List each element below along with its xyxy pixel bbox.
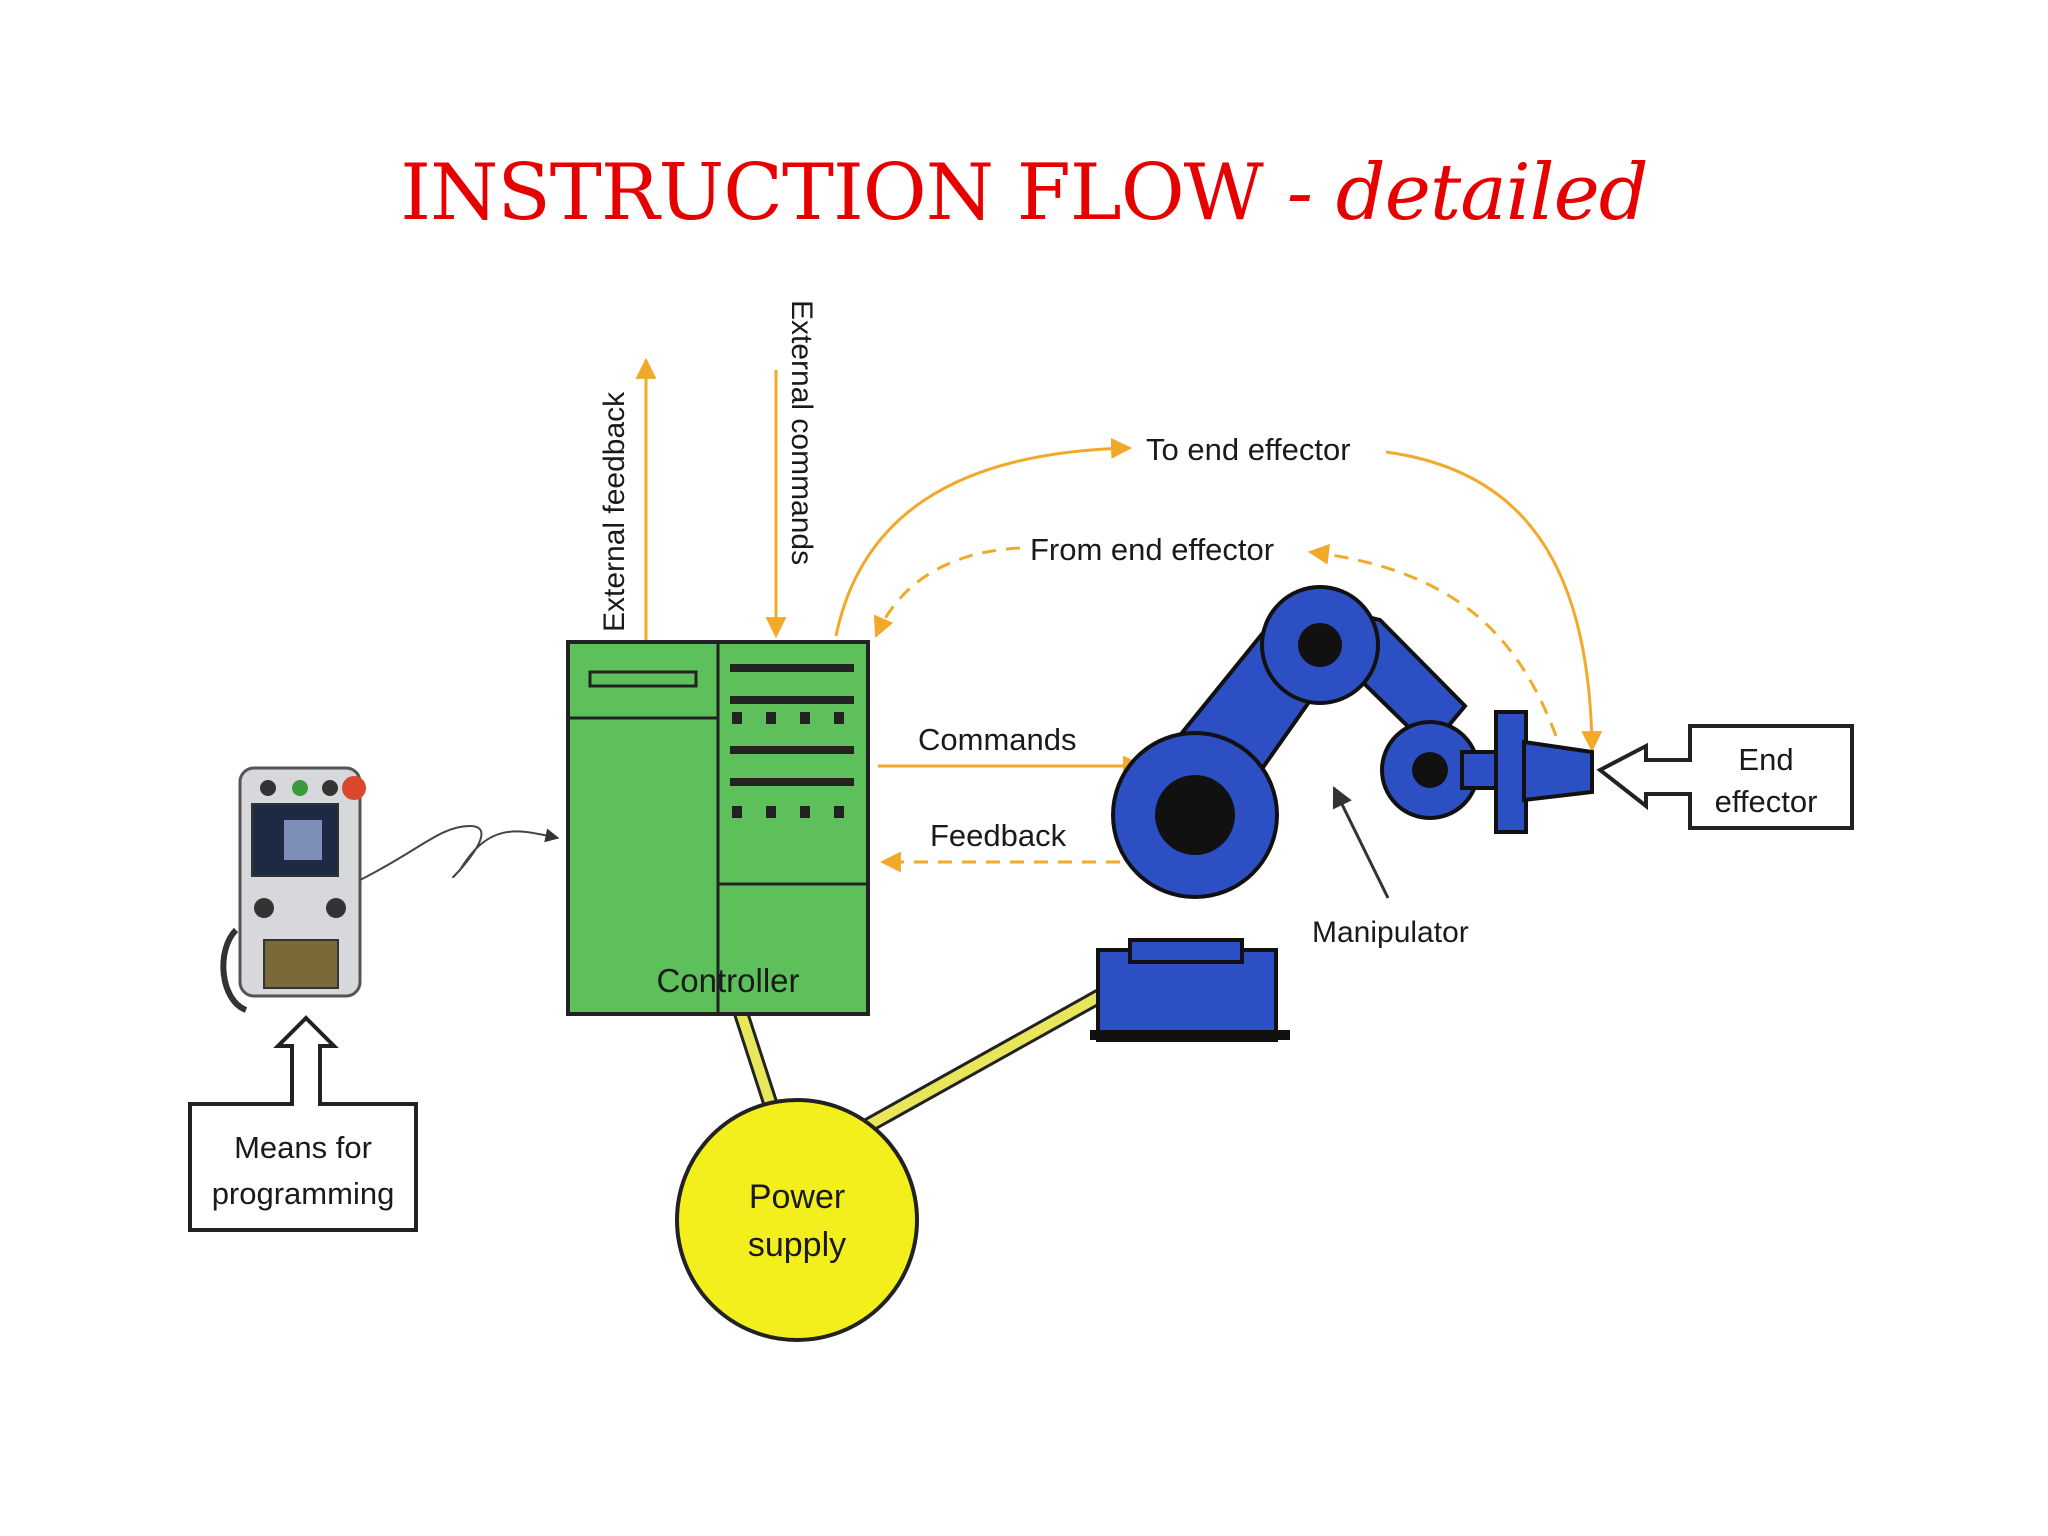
programming-callout: Means for programming [188,1015,418,1232]
end-effector-label-2: effector [1715,784,1818,819]
controller: Controller [566,640,870,1016]
commands-label: Commands [918,722,1077,757]
manipulator-label: Manipulator [1312,916,1469,949]
external-arrows: External feedback External commands [598,300,818,640]
power-cables [732,989,1104,1137]
power-supply-label-2: supply [748,1226,846,1264]
page-title: INSTRUCTION FLOW - detailed [400,148,1648,238]
to-end-effector-label: To end effector [1146,432,1351,467]
feedback-label: Feedback [930,818,1067,853]
power-supply: Power supply [675,1098,919,1342]
end-effector-callout: End effector [1596,724,1854,830]
power-supply-label-1: Power [749,1178,845,1216]
external-commands-label: External commands [785,300,818,565]
manipulator-callout: Manipulator [1312,786,1469,949]
from-end-effector-label: From end effector [1030,532,1274,567]
manipulator [1090,585,1594,1042]
teach-pendant [220,766,560,1013]
programming-label-1: Means for [234,1130,372,1165]
controller-label: Controller [656,962,799,999]
external-feedback-label: External feedback [598,391,631,632]
end-effector-label-1: End [1738,742,1793,777]
command-feedback-arrows: Commands Feedback [878,722,1145,873]
programming-label-2: programming [212,1176,395,1211]
end-effector-arrows: To end effector From end effector [834,432,1603,753]
